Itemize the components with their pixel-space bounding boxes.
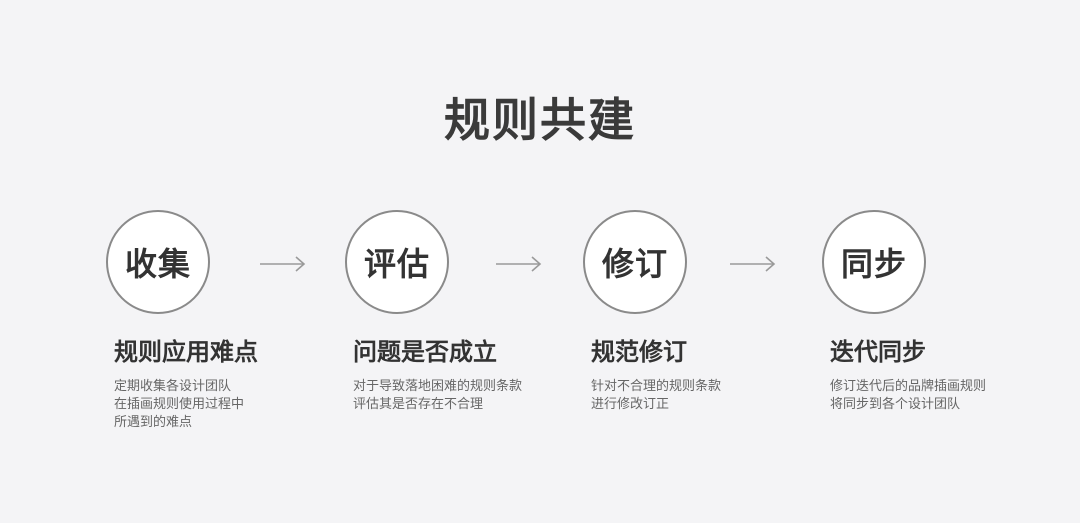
step-circle-label: 收集 bbox=[124, 245, 191, 283]
step-heading: 迭代同步 bbox=[830, 338, 926, 366]
step-circle: 评估 bbox=[345, 210, 449, 314]
step-circle-label: 修订 bbox=[601, 245, 668, 283]
step-description-line: 修订迭代后的品牌插画规则 bbox=[830, 379, 987, 394]
step-description-line: 所遇到的难点 bbox=[114, 415, 193, 430]
page-title: 规则共建 bbox=[444, 93, 636, 147]
step-collect: 收集 规则应用难点 定期收集各设计团队 在插画规则使用过程中 所遇到的难点 bbox=[106, 210, 346, 432]
step-description-line: 针对不合理的规则条款 bbox=[591, 379, 722, 394]
step-description: 修订迭代后的品牌插画规则 将同步到各个设计团队 bbox=[830, 378, 1062, 414]
arrow-right-icon bbox=[730, 256, 776, 272]
step-circle-label: 评估 bbox=[363, 245, 430, 283]
step-description-line: 对于导致落地困难的规则条款 bbox=[353, 379, 523, 394]
step-description-line: 定期收集各设计团队 bbox=[114, 379, 232, 394]
step-evaluate: 评估 问题是否成立 对于导致落地困难的规则条款 评估其是否存在不合理 bbox=[345, 210, 585, 414]
step-description-line: 在插画规则使用过程中 bbox=[114, 397, 245, 412]
step-heading: 问题是否成立 bbox=[353, 338, 497, 366]
step-circle: 同步 bbox=[822, 210, 926, 314]
arrow-right-icon bbox=[496, 256, 542, 272]
step-description: 对于导致落地困难的规则条款 评估其是否存在不合理 bbox=[353, 378, 585, 414]
step-description: 定期收集各设计团队 在插画规则使用过程中 所遇到的难点 bbox=[114, 378, 346, 432]
step-circle: 修订 bbox=[583, 210, 687, 314]
step-description-line: 进行修改订正 bbox=[591, 397, 670, 412]
step-circle-label: 同步 bbox=[840, 245, 907, 283]
step-heading: 规范修订 bbox=[591, 338, 687, 366]
step-description-line: 评估其是否存在不合理 bbox=[353, 397, 484, 412]
step-description: 针对不合理的规则条款 进行修改订正 bbox=[591, 378, 823, 414]
step-sync: 同步 迭代同步 修订迭代后的品牌插画规则 将同步到各个设计团队 bbox=[822, 210, 1062, 414]
step-description-line: 将同步到各个设计团队 bbox=[830, 397, 961, 412]
step-revise: 修订 规范修订 针对不合理的规则条款 进行修改订正 bbox=[583, 210, 823, 414]
step-heading: 规则应用难点 bbox=[114, 338, 258, 366]
step-circle: 收集 bbox=[106, 210, 210, 314]
arrow-right-icon bbox=[260, 256, 306, 272]
